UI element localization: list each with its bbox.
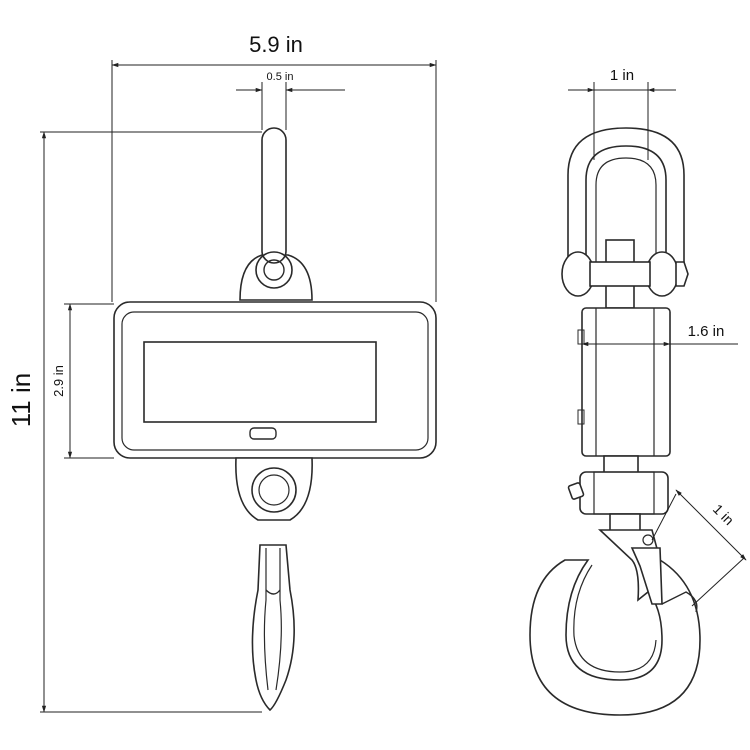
label-overall-width: 5.9 in — [249, 32, 303, 57]
side-swivel — [567, 455, 669, 537]
label-display-height: 2.9 in — [51, 365, 66, 397]
label-hook-throat: 1 in — [710, 501, 737, 528]
dimension-hook-width: 0.5 in — [236, 71, 345, 130]
front-top-loop — [239, 127, 313, 301]
dimension-shackle-width: 1 in — [568, 67, 676, 160]
front-display-body — [113, 301, 437, 459]
side-hook — [529, 529, 701, 716]
label-hook-width: 0.5 in — [267, 71, 294, 83]
dimension-overall-width: 5.9 in — [111, 32, 437, 302]
dimension-overall-height: 11 in — [6, 131, 262, 713]
front-hook — [235, 457, 313, 712]
side-shackle — [561, 127, 689, 309]
dimension-display-height: 2.9 in — [51, 303, 114, 459]
side-view: 1 in 1.6 in 1 in — [529, 67, 747, 716]
front-view: 5.9 in 0.5 in 11 in 2.9 in — [6, 32, 437, 713]
dimension-body-depth: 1.6 in — [581, 323, 738, 347]
display-screen — [143, 341, 377, 423]
side-body — [577, 307, 671, 457]
label-body-depth: 1.6 in — [688, 323, 725, 340]
power-button — [249, 427, 277, 440]
label-shackle-width: 1 in — [610, 67, 634, 84]
label-overall-height: 11 in — [6, 373, 36, 427]
